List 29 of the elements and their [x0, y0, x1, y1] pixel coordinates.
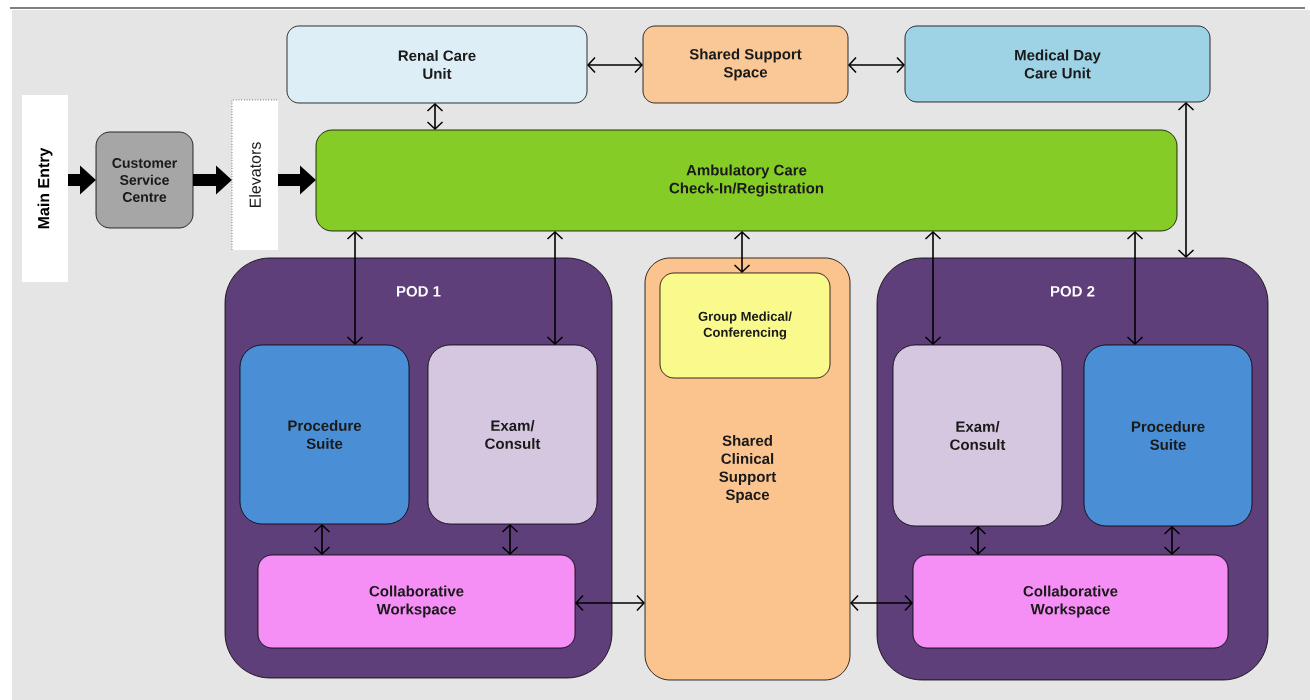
arrow — [733, 231, 751, 273]
arrow — [426, 103, 444, 130]
entry-label-box: Main Entry — [22, 95, 68, 282]
workspace-box: Collaborative Workspace — [912, 554, 1229, 649]
room-box: Exam/ Consult — [892, 344, 1063, 527]
arrow — [1126, 231, 1144, 345]
room-box: Exam/ Consult — [427, 344, 598, 525]
room-box: Procedure Suite — [239, 344, 410, 525]
arrow — [850, 594, 913, 612]
registration-box: Ambulatory Care Check-In/Registration — [315, 129, 1178, 232]
room-box: Procedure Suite — [1083, 344, 1253, 527]
arrow — [1163, 526, 1181, 555]
arrow — [546, 231, 564, 345]
arrow — [575, 594, 645, 612]
arrow — [924, 231, 942, 345]
arrow — [346, 231, 364, 345]
arrow — [1177, 102, 1195, 258]
unit-box: Medical Day Care Unit — [904, 25, 1211, 103]
arrow — [969, 526, 987, 555]
arrow — [587, 56, 643, 74]
arrow — [313, 524, 331, 555]
elevator-label-box: Elevators — [231, 99, 279, 251]
arrow — [848, 56, 905, 74]
unit-box: Shared Support Space — [642, 25, 849, 104]
room-box: Group Medical/ Conferencing — [659, 272, 831, 379]
process-box: Customer Service Centre — [95, 131, 194, 229]
arrow — [501, 524, 519, 555]
unit-box: Renal Care Unit — [286, 25, 588, 104]
workspace-box: Collaborative Workspace — [257, 554, 576, 649]
